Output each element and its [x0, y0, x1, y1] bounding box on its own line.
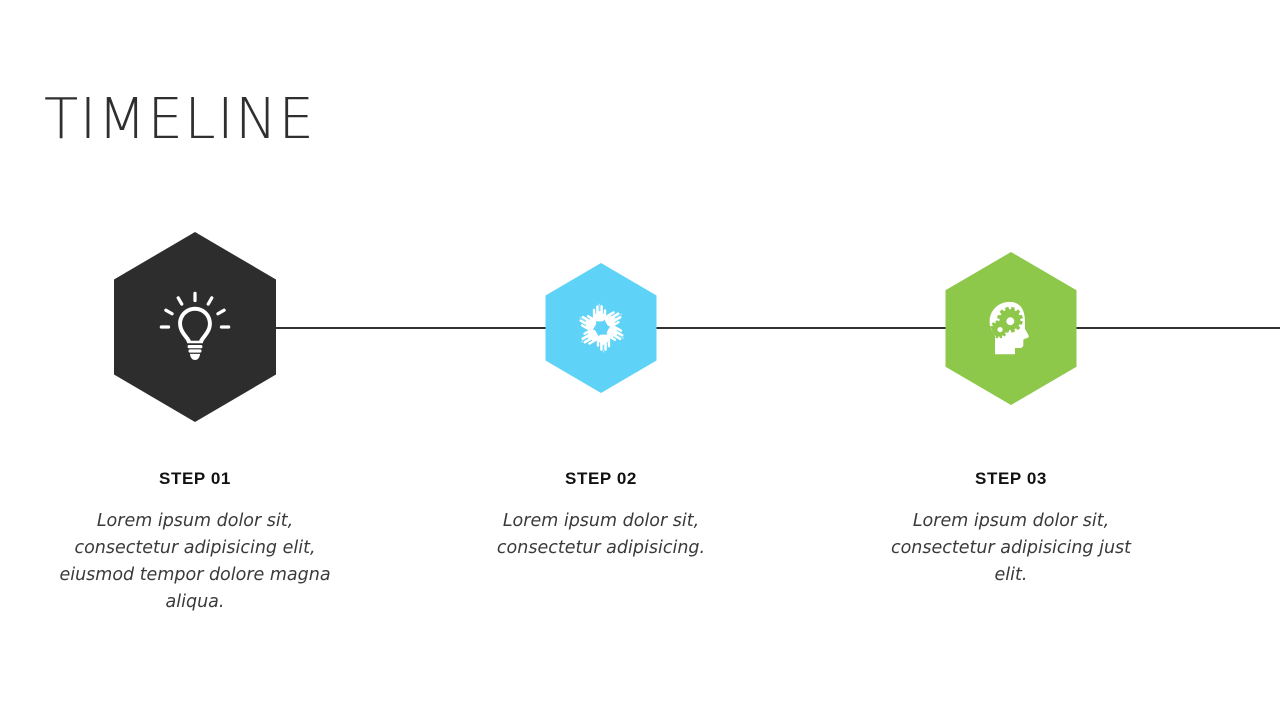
- teamwork-hands-icon: [575, 303, 627, 353]
- step-1-hexagon[interactable]: [114, 232, 276, 422]
- head-gears-icon: [989, 301, 1029, 354]
- timeline-connector-3: [1062, 327, 1280, 329]
- step-2-hexagon[interactable]: [545, 263, 657, 393]
- timeline-connector-2: [648, 327, 948, 329]
- timeline-step-2: STEP 02 Lorem ipsum dolor sit, consectet…: [451, 0, 751, 720]
- step-3-label: STEP 03: [975, 469, 1047, 488]
- step-3-body: Lorem ipsum dolor sit, consectetur adipi…: [890, 511, 1132, 585]
- step-1-body: Lorem ipsum dolor sit, consectetur adipi…: [59, 511, 331, 612]
- step-1-label: STEP 01: [159, 469, 231, 488]
- hexagon-shape: [945, 252, 1077, 405]
- timeline-connector-1: [262, 327, 556, 329]
- step-3-hexagon[interactable]: [945, 252, 1077, 405]
- step-2-label: STEP 02: [565, 469, 637, 488]
- lightbulb-icon: [159, 291, 231, 360]
- page-title: TIMELINE: [44, 87, 316, 152]
- timeline-step-1: STEP 01 Lorem ipsum dolor sit, consectet…: [45, 0, 345, 720]
- hexagon-shape: [114, 232, 276, 422]
- timeline-step-3: STEP 03 Lorem ipsum dolor sit, consectet…: [861, 0, 1161, 720]
- hexagon-shape: [545, 263, 657, 393]
- step-2-body: Lorem ipsum dolor sit, consectetur adipi…: [496, 511, 706, 558]
